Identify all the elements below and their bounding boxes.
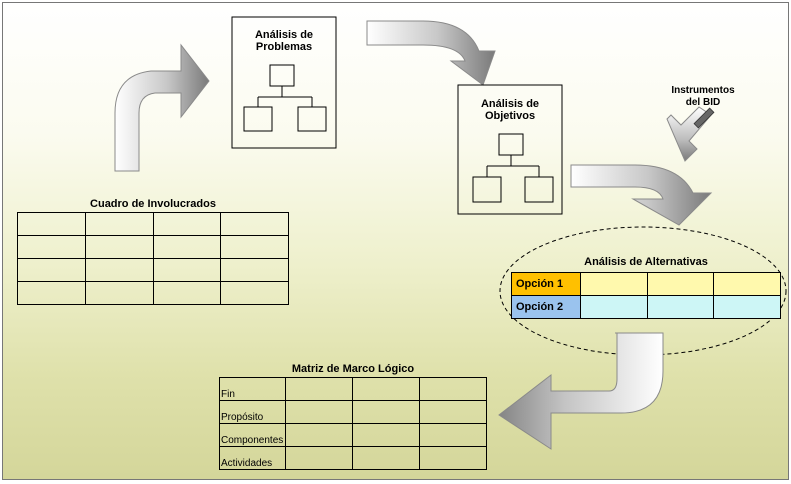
table-row: Fin: [219, 377, 488, 401]
table-cell: [351, 446, 420, 470]
row-label-componentes: Componentes: [219, 423, 286, 447]
involucrados-table: [17, 212, 289, 305]
row-label-proposito: Propósito: [219, 400, 286, 424]
table-row: Opción 2: [511, 295, 781, 319]
table-cell: [351, 423, 420, 447]
table-cell: [418, 377, 488, 401]
alternativas-title: Análisis de Alternativas: [584, 256, 708, 268]
objetivos-box: [457, 84, 563, 215]
table-cell: [418, 400, 488, 424]
table-cell: [152, 258, 222, 282]
table-cell: [351, 400, 420, 424]
involucrados-title: Cuadro de Involucrados: [90, 198, 216, 210]
table-cell: [84, 258, 154, 282]
problemas-box: [231, 16, 337, 149]
table-cell: [17, 281, 86, 305]
marco-logico-table: Fin Propósito Componentes Actividades: [219, 377, 488, 470]
table-cell: [646, 272, 715, 296]
table-cell: [152, 281, 222, 305]
curved-arrow-up-right: [114, 43, 210, 172]
bid-arrow-stripes: [693, 107, 715, 129]
table-cell: [579, 272, 648, 296]
table-cell: [84, 235, 154, 259]
table-cell: [579, 295, 648, 319]
diagram-shapes: [114, 16, 787, 450]
row-label-fin: Fin: [219, 377, 286, 401]
alternativas-table: Opción 1 Opción 2: [511, 272, 781, 319]
row-label-actividades: Actividades: [219, 446, 286, 470]
table-cell: [713, 295, 781, 319]
table-cell: [152, 212, 222, 236]
table-cell: [284, 423, 353, 447]
table-cell: [152, 235, 222, 259]
curved-arrow-to-objetivos: [366, 20, 496, 86]
option-1-label: Opción 1: [511, 272, 581, 296]
table-row: [17, 258, 289, 282]
table-row: Actividades: [219, 446, 488, 470]
table-cell: [220, 258, 289, 282]
table-cell: [220, 235, 289, 259]
table-cell: [220, 281, 289, 305]
objetivos-tree-icon: [472, 133, 554, 203]
table-row: Propósito: [219, 400, 488, 424]
table-row: Opción 1: [511, 272, 781, 296]
table-row: [17, 235, 289, 259]
table-cell: [17, 235, 86, 259]
table-row: Componentes: [219, 423, 488, 447]
table-cell: [284, 446, 353, 470]
table-cell: [646, 295, 715, 319]
table-cell: [713, 272, 781, 296]
table-cell: [351, 377, 420, 401]
table-cell: [220, 212, 289, 236]
problemas-tree-icon: [243, 64, 327, 132]
table-cell: [17, 258, 86, 282]
curved-arrow-to-alternativas: [570, 164, 713, 226]
table-cell: [418, 446, 488, 470]
table-cell: [84, 212, 154, 236]
option-2-label: Opción 2: [511, 295, 581, 319]
marco-title: Matriz de Marco Lógico: [291, 363, 415, 375]
curved-arrow-to-marco: [498, 332, 664, 450]
table-cell: [17, 212, 86, 236]
table-cell: [84, 281, 154, 305]
table-cell: [418, 423, 488, 447]
table-row: [17, 281, 289, 305]
table-cell: [284, 377, 353, 401]
table-row: [17, 212, 289, 236]
table-cell: [284, 400, 353, 424]
